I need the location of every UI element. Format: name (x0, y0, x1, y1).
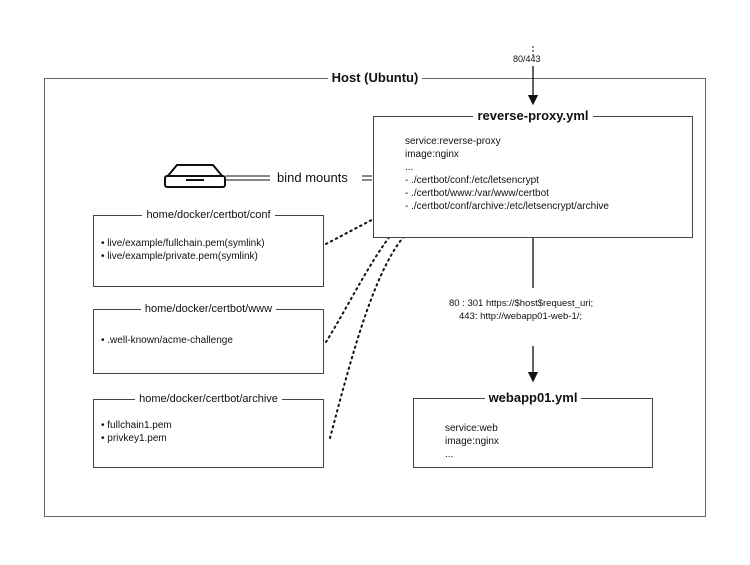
dir-item: • .well-known/acme-challenge (101, 335, 233, 346)
webapp-line: ... (445, 449, 454, 460)
dir-item: • live/example/private.pem(symlink) (101, 251, 258, 262)
proxy-line: service:reverse-proxy (405, 136, 501, 147)
dir-item: • privkey1.pem (101, 433, 167, 444)
proxy-line: ... (405, 162, 414, 173)
routing-text: 80 : 301 https://$host$request_uri; 443:… (449, 297, 593, 323)
dir-box-archive: home/docker/certbot/archive • fullchain1… (93, 393, 324, 468)
ports-label: 80/443 (513, 54, 541, 64)
webapp-line: service:web (445, 423, 498, 434)
dir-title-conf: home/docker/certbot/conf (142, 209, 275, 221)
proxy-line: - ./certbot/conf:/etc/letsencrypt (405, 175, 539, 186)
bind-mounts-label: bind mounts (277, 170, 348, 185)
mount-link-archive (329, 229, 411, 439)
webapp-box: webapp01.yml service:web image:nginx ... (413, 390, 653, 468)
reverse-proxy-title: reverse-proxy.yml (473, 108, 593, 123)
webapp-line: image:nginx (445, 436, 499, 447)
proxy-line: - ./certbot/conf/archive:/etc/letsencryp… (405, 201, 609, 212)
routing-line: 443: http://webapp01-web-1/; (459, 311, 583, 322)
proxy-line: - ./certbot/www:/var/www/certbot (405, 188, 549, 199)
dir-item: • live/example/fullchain.pem(symlink) (101, 238, 265, 249)
webapp-title: webapp01.yml (484, 390, 582, 405)
routing-line: 80 : 301 https://$host$request_uri; (449, 298, 594, 309)
host-title: Host (Ubuntu) (327, 70, 423, 85)
proxy-line: image:nginx (405, 149, 459, 160)
drive-icon (164, 164, 226, 188)
dir-title-www: home/docker/certbot/www (140, 303, 277, 315)
dir-item: • fullchain1.pem (101, 420, 172, 431)
dir-box-www: home/docker/certbot/www • .well-known/ac… (93, 303, 324, 374)
reverse-proxy-box: reverse-proxy.yml service:reverse-proxy … (373, 108, 693, 238)
dir-title-archive: home/docker/certbot/archive (135, 393, 282, 405)
dir-box-conf: home/docker/certbot/conf • live/example/… (93, 209, 324, 287)
